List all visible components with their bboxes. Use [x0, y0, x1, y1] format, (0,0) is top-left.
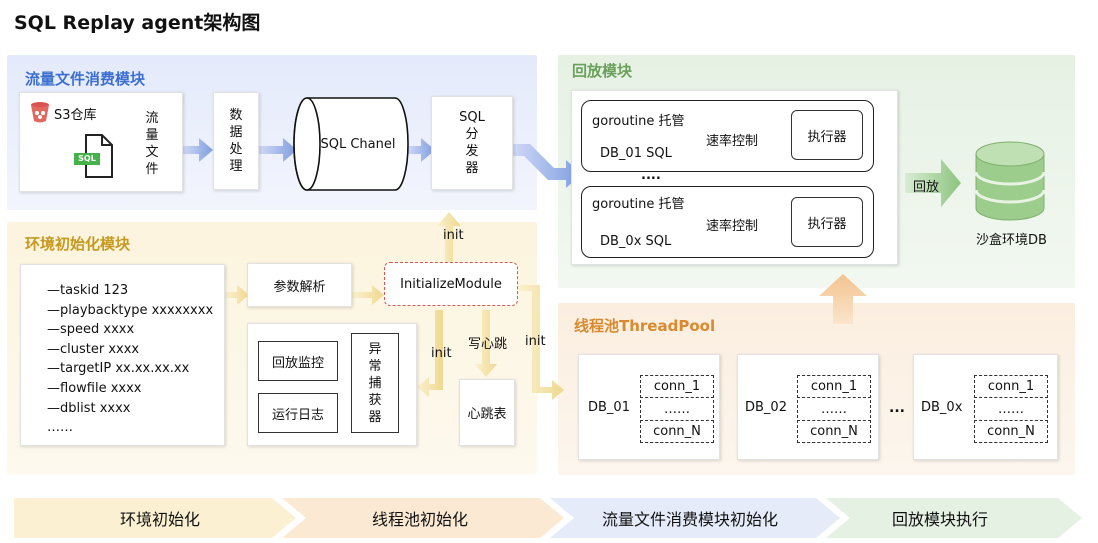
param-speed: —speed xxxx: [47, 322, 135, 337]
executor-box: 执行器: [791, 197, 863, 247]
sandbox-db-label: 沙盒环境DB: [976, 233, 1047, 248]
init-up-label: init: [443, 228, 464, 243]
pool-group-db0x: DB_0x conn_1 …… conn_N: [913, 354, 1058, 460]
write-heartbeat-label: 写心跳: [468, 337, 508, 352]
pool-group-db01: DB_01 conn_1 …… conn_N: [578, 354, 720, 460]
s3-repository-card: S3仓库 SQL 流 量 文 件: [19, 92, 183, 192]
exception-catcher-box: 异 常 捕 获 器: [351, 333, 399, 433]
arrow-init-to-monitor: [417, 310, 443, 397]
param-playbacktype: —playbacktype xxxxxxxx: [47, 303, 214, 318]
arrow-init-up: [437, 212, 461, 262]
db-sql-label: DB_01 SQL: [600, 146, 672, 161]
arrow-pool-to-replay: [819, 274, 867, 324]
consume-panel-title: 流量文件消费模块: [25, 70, 146, 88]
replay-arrow-label: 回放: [913, 180, 940, 195]
step-bg-1: [14, 498, 296, 538]
param-dblist: —dblist xxxx: [47, 401, 131, 416]
sql-file-icon: SQL: [72, 133, 114, 179]
initialize-module-box: InitializeModule: [384, 262, 518, 306]
monitor-card: 回放监控 运行日志 异 常 捕 获 器: [247, 323, 417, 446]
conn-1-box: conn_1: [640, 375, 714, 398]
arrow-chanel-to-dispatcher: [407, 138, 435, 162]
param-ellipsis: ……: [47, 420, 73, 435]
step-pool-init: 线程池初始化: [371, 510, 468, 529]
managed-dots: ....: [641, 168, 661, 183]
sql-chanel-label: SQL Chanel: [320, 136, 396, 152]
db-sql-label: DB_0x SQL: [600, 234, 672, 249]
param-taskid: —taskid 123: [47, 283, 129, 298]
pool-panel-title: 线程池ThreadPool: [574, 317, 716, 335]
arrow-parse-to-init: [352, 285, 384, 305]
conn-middle-dots: ……: [821, 401, 847, 417]
arrow-init-to-heartbeat: [475, 310, 497, 377]
sql-dispatcher-box: SQL 分 发 器: [431, 96, 513, 190]
pool-group-db02: DB_02 conn_1 …… conn_N: [737, 354, 879, 460]
conn-n-box: conn_N: [640, 420, 714, 443]
replay-panel-title: 回放模块: [572, 62, 633, 80]
param-cluster: —cluster xxxx: [47, 342, 140, 357]
conn-stack: conn_1 …… conn_N: [797, 375, 871, 443]
goroutine-managed-2: goroutine 托管 DB_0x SQL 速率控制 执行器: [581, 186, 874, 258]
goroutine-label: goroutine 托管: [592, 197, 685, 212]
s3-label: S3仓库: [54, 108, 97, 123]
conn-1-box: conn_1: [797, 375, 871, 398]
heartbeat-table-box: 心跳表: [459, 379, 515, 446]
arrow-process-to-chanel: [259, 138, 297, 162]
conn-middle-dots: ……: [664, 401, 690, 417]
diagram-title: SQL Replay agent架构图: [14, 12, 261, 34]
run-log-box: 运行日志: [258, 393, 338, 433]
goroutine-managed-1: goroutine 托管 DB_01 SQL 速率控制 执行器: [581, 100, 874, 172]
step-env-init: 环境初始化: [119, 510, 200, 529]
goroutine-label: goroutine 托管: [592, 114, 685, 129]
conn-stack: conn_1 …… conn_N: [974, 375, 1048, 443]
data-process-box: 数 据 处 理: [213, 92, 259, 190]
step-consume-init: 流量文件消费模块初始化: [601, 510, 778, 529]
param-targetip: —targetIP xx.xx.xx.xx: [47, 361, 190, 376]
conn-stack: conn_1 …… conn_N: [640, 375, 714, 443]
pool-db-label: DB_02: [745, 400, 787, 415]
arrow-init-to-pool: [518, 285, 564, 400]
arrow-params-to-parse: [225, 285, 249, 305]
pool-ellipsis: ...: [889, 400, 905, 416]
executor-box: 执行器: [791, 110, 863, 160]
database-icon: [972, 140, 1048, 222]
init-right-label: init: [525, 334, 546, 349]
step-bg-3: [550, 498, 840, 538]
rate-control-label: 速率控制: [706, 219, 759, 234]
pool-db-label: DB_0x: [921, 400, 963, 415]
pool-db-label: DB_01: [588, 400, 630, 415]
conn-middle-dots: ……: [998, 401, 1024, 417]
param-flowfile: —flowfile xxxx: [47, 381, 142, 396]
env-panel-title: 环境初始化模块: [25, 235, 131, 253]
step-replay-exec: 回放模块执行: [891, 510, 988, 529]
bucket-icon: [30, 101, 50, 123]
replay-monitor-box: 回放监控: [258, 341, 338, 381]
sql-file-text: SQL: [78, 154, 96, 163]
params-card: —taskid 123 —playbacktype xxxxxxxx —spee…: [20, 264, 225, 446]
conn-1-box: conn_1: [974, 375, 1048, 398]
arrow-dispatcher-to-replay: [512, 144, 582, 188]
step-bg-2: [282, 498, 564, 538]
arrow-replay-to-db: [905, 159, 961, 207]
rate-control-label: 速率控制: [706, 134, 759, 149]
init-left-label: init: [431, 346, 452, 361]
conn-n-box: conn_N: [974, 420, 1048, 443]
param-parse-box: 参数解析: [247, 263, 352, 307]
sql-chanel-cylinder: SQL Chanel: [292, 96, 410, 192]
step-bg-4: [826, 498, 1082, 538]
conn-n-box: conn_N: [797, 420, 871, 443]
arrow-file-to-process: [183, 138, 213, 162]
flow-file-label: 流 量 文 件: [145, 111, 159, 177]
